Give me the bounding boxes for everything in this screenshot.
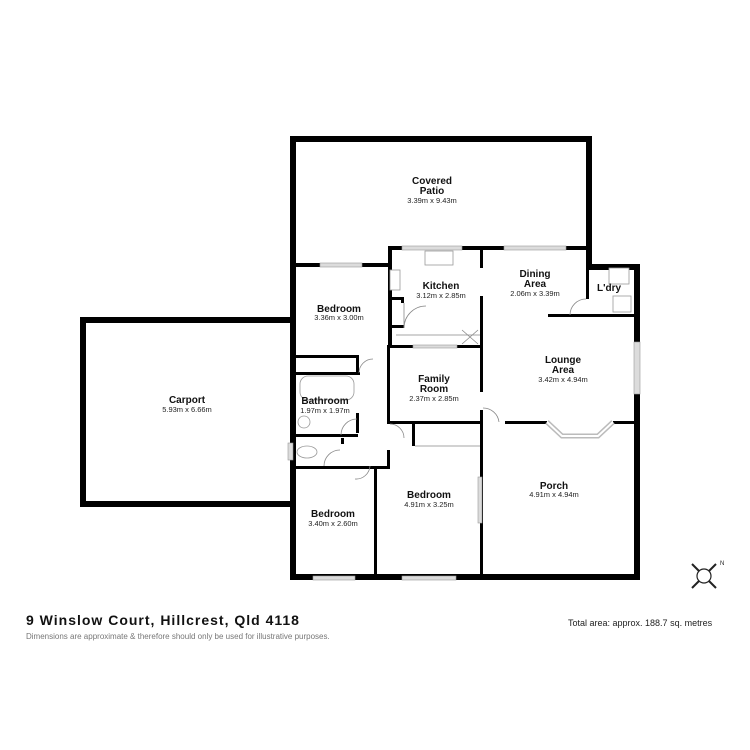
svg-text:L'dry: L'dry bbox=[597, 283, 621, 294]
svg-text:N: N bbox=[720, 561, 724, 567]
north-arrow-icon: N bbox=[691, 561, 724, 589]
cooktop-icon bbox=[389, 269, 401, 291]
laundry-tub-icon bbox=[608, 267, 630, 285]
svg-text:4.91m x 4.94m: 4.91m x 4.94m bbox=[529, 490, 579, 499]
svg-text:Dining: Dining bbox=[519, 269, 550, 280]
svg-text:3.42m x 4.94m: 3.42m x 4.94m bbox=[538, 375, 588, 384]
kitchen-sink-icon bbox=[424, 250, 454, 266]
room-family-room: Family Room 2.37m x 2.85m bbox=[409, 374, 459, 403]
svg-text:Carport: Carport bbox=[169, 395, 206, 406]
svg-text:Lounge: Lounge bbox=[545, 355, 582, 366]
room-laundry: L'dry bbox=[597, 283, 621, 294]
svg-text:Room: Room bbox=[420, 384, 448, 395]
svg-text:3.39m x 9.43m: 3.39m x 9.43m bbox=[407, 196, 457, 205]
svg-text:Area: Area bbox=[524, 279, 547, 290]
svg-text:3.12m x 2.85m: 3.12m x 2.85m bbox=[416, 291, 466, 300]
room-carport: Carport 5.93m x 6.66m bbox=[162, 395, 212, 414]
svg-text:1.97m x 1.97m: 1.97m x 1.97m bbox=[300, 406, 350, 415]
room-lounge-area: Lounge Area 3.42m x 4.94m bbox=[538, 355, 588, 384]
fixtures bbox=[296, 250, 632, 459]
room-bathroom: Bathroom 1.97m x 1.97m bbox=[300, 396, 350, 415]
svg-text:4.91m x 3.25m: 4.91m x 3.25m bbox=[404, 500, 454, 509]
svg-text:Family: Family bbox=[418, 374, 450, 385]
windows bbox=[287, 245, 641, 581]
svg-text:5.93m x 6.66m: 5.93m x 6.66m bbox=[162, 405, 212, 414]
room-bedroom-2: Bedroom 4.91m x 3.25m bbox=[404, 490, 454, 509]
toilet-icon bbox=[296, 445, 318, 459]
room-dining-area: Dining Area 2.06m x 3.39m bbox=[510, 269, 560, 298]
svg-text:3.36m x 3.00m: 3.36m x 3.00m bbox=[314, 313, 364, 322]
svg-text:Bedroom: Bedroom bbox=[407, 490, 451, 501]
svg-text:Area: Area bbox=[552, 365, 575, 376]
svg-text:Bathroom: Bathroom bbox=[301, 396, 348, 407]
svg-text:2.37m x 2.85m: 2.37m x 2.85m bbox=[409, 394, 459, 403]
svg-text:3.40m x 2.60m: 3.40m x 2.60m bbox=[308, 519, 358, 528]
doors bbox=[323, 298, 587, 480]
svg-text:Kitchen: Kitchen bbox=[423, 281, 460, 292]
room-bedroom-3: Bedroom 3.40m x 2.60m bbox=[308, 509, 358, 528]
svg-text:Patio: Patio bbox=[420, 186, 444, 197]
disclaimer-text: Dimensions are approximate & therefore s… bbox=[26, 632, 330, 641]
svg-text:Bedroom: Bedroom bbox=[317, 304, 361, 315]
bathtub-icon bbox=[299, 375, 355, 401]
room-bedroom-1: Bedroom 3.36m x 3.00m bbox=[314, 304, 364, 322]
room-covered-patio: Covered Patio 3.39m x 9.43m bbox=[407, 176, 457, 205]
room-porch: Porch 4.91m x 4.94m bbox=[529, 481, 579, 499]
svg-text:Porch: Porch bbox=[540, 481, 568, 492]
svg-text:Bedroom: Bedroom bbox=[311, 509, 355, 520]
property-address: 9 Winslow Court, Hillcrest, Qld 4118 bbox=[26, 612, 300, 628]
svg-text:2.06m x 3.39m: 2.06m x 3.39m bbox=[510, 289, 560, 298]
washer-icon bbox=[612, 295, 632, 313]
basin-icon bbox=[297, 415, 311, 429]
svg-text:Covered: Covered bbox=[412, 176, 452, 187]
room-kitchen: Kitchen 3.12m x 2.85m bbox=[416, 281, 466, 300]
total-area: Total area: approx. 188.7 sq. metres bbox=[568, 618, 713, 628]
carport-walls bbox=[80, 317, 296, 507]
covered-patio-walls bbox=[290, 136, 592, 580]
